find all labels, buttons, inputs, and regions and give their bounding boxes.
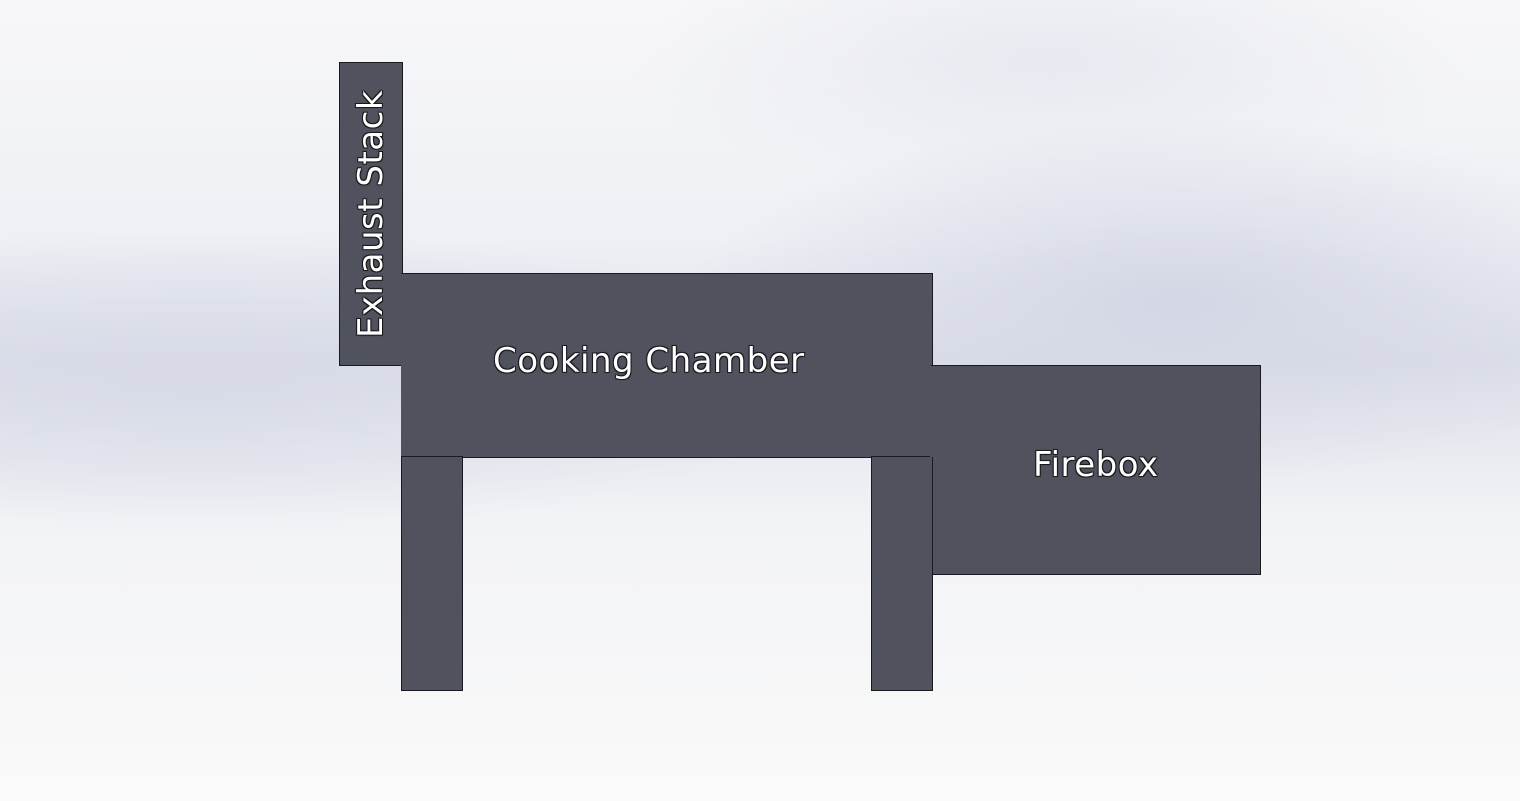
chamber-firebox-joint [930, 366, 933, 457]
right-leg-part [871, 456, 933, 691]
left-leg-part [401, 456, 463, 691]
exhaust-stack-part [339, 62, 403, 366]
exhaust-stack-label: Exhaust Stack [351, 89, 391, 339]
cooking-chamber-label: Cooking Chamber [493, 341, 805, 381]
cooking-chamber-part [401, 273, 933, 458]
firebox-label: Firebox [1033, 445, 1159, 485]
stack-chamber-joint [401, 274, 404, 365]
